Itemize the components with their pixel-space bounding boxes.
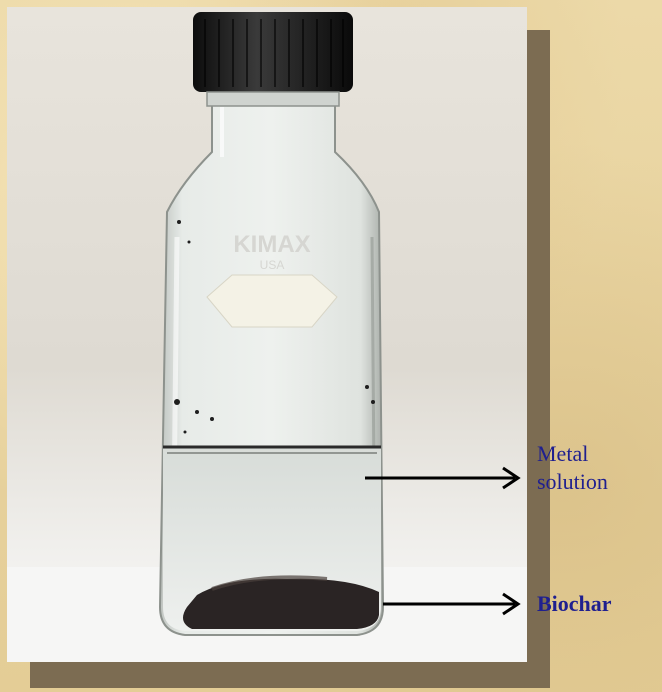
label-metal-solution-line1: Metal [537, 441, 589, 466]
kimax-brand-text: KIMAX [233, 231, 310, 258]
bottle-cap [193, 12, 353, 92]
glass-specks [174, 220, 375, 434]
label-metal-solution: Metal solution [537, 440, 662, 496]
biochar-sediment-top [211, 575, 328, 591]
cap-ridges [204, 19, 344, 87]
label-metal-solution-line2: solution [537, 469, 608, 494]
label-biochar: Biochar [537, 591, 612, 616]
bottle-photo: KIMAX USA [7, 7, 527, 662]
kimax-hexagon-label [206, 274, 338, 328]
biochar-sediment [183, 578, 379, 629]
bottle-illustration: KIMAX USA [7, 7, 527, 662]
kimax-usa-text: USA [260, 258, 285, 272]
bottle-neck-ring [206, 91, 340, 107]
